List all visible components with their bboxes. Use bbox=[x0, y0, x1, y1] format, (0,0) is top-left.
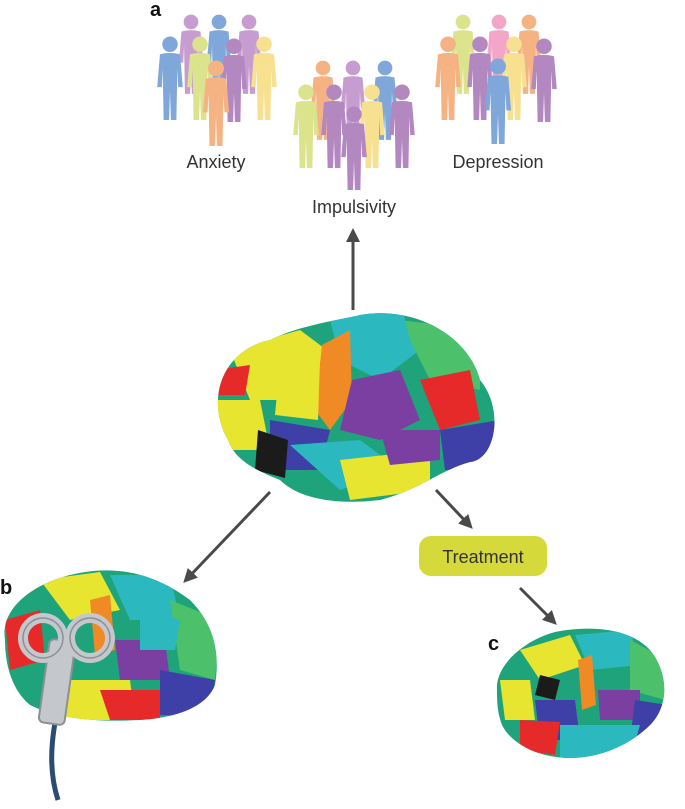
person-icon bbox=[157, 36, 183, 120]
group-label-impulsivity: Impulsivity bbox=[312, 197, 396, 217]
treatment-label: Treatment bbox=[442, 547, 523, 567]
brain-main bbox=[200, 300, 510, 510]
panel-label-c: c bbox=[488, 633, 499, 655]
group-label-depression: Depression bbox=[452, 152, 543, 172]
impulsivity-crowd bbox=[293, 61, 415, 190]
anxiety-crowd bbox=[157, 15, 277, 146]
panel-label-b: b bbox=[0, 577, 12, 599]
arrow-to-treatment bbox=[436, 490, 470, 526]
brain-outcome bbox=[495, 625, 675, 765]
group-label-anxiety: Anxiety bbox=[186, 152, 245, 172]
panel-label-a: a bbox=[150, 0, 162, 21]
arrow-to-stimulation bbox=[186, 492, 270, 580]
depression-crowd bbox=[435, 15, 557, 144]
arrow-to-outcome bbox=[520, 588, 554, 622]
